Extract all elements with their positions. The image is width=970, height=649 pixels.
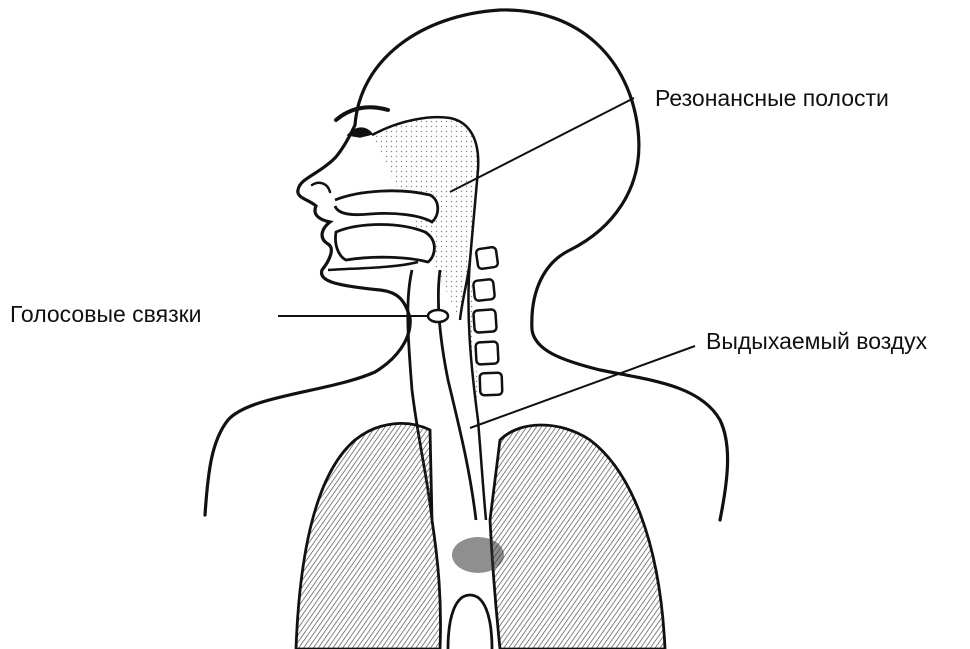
right-lung [490, 425, 665, 649]
vocal-cords-shape [428, 310, 448, 322]
vertebra [473, 309, 496, 332]
nostril [312, 183, 330, 192]
vocal-cords-label: Голосовые связки [10, 303, 202, 326]
vertebra [475, 341, 498, 364]
exhaled-air-label: Выдыхаемый воздух [706, 330, 927, 353]
tongue [335, 225, 434, 263]
vertebra [476, 247, 499, 270]
jaw-line [328, 262, 418, 270]
exhaled-air-leader-line [470, 346, 695, 428]
palate [335, 191, 438, 222]
bronchi [448, 595, 492, 649]
vertebrae [473, 247, 502, 396]
left-lung [296, 423, 441, 649]
bronchi-center-shade [452, 537, 504, 573]
eyebrow [336, 107, 388, 120]
resonance-cavities-label: Резонансные полости [655, 87, 889, 110]
vertebra [480, 373, 503, 396]
vertebra [473, 279, 495, 301]
